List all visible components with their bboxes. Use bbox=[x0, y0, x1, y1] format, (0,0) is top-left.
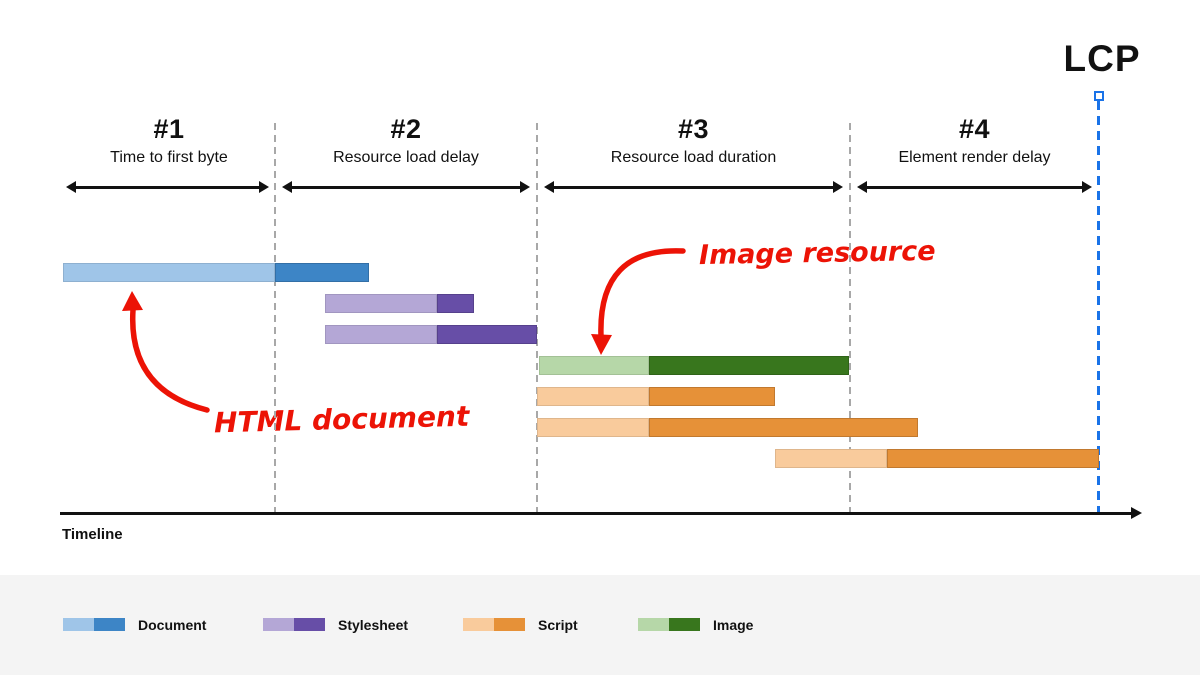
script-bar bbox=[537, 387, 775, 406]
legend-swatch-image bbox=[638, 618, 700, 631]
phase-number: #4 bbox=[958, 114, 991, 144]
script-light-segment bbox=[775, 449, 887, 468]
legend-swatch-light bbox=[63, 618, 94, 631]
phase-range-arrow-4 bbox=[857, 181, 1092, 193]
phase-label: Resource load delay bbox=[333, 149, 479, 166]
timeline-label: Timeline bbox=[62, 526, 123, 543]
stylesheet-dark-segment bbox=[437, 325, 537, 344]
document-light-segment bbox=[63, 263, 275, 282]
legend-swatch-document bbox=[63, 618, 125, 631]
legend-label-stylesheet: Stylesheet bbox=[338, 617, 409, 633]
stylesheet-light-segment bbox=[325, 325, 437, 344]
lcp-line bbox=[1097, 101, 1100, 512]
phase-number: #1 bbox=[153, 114, 185, 144]
phase-number: #3 bbox=[677, 114, 710, 144]
image-bar bbox=[539, 356, 849, 375]
legend-swatch-dark bbox=[494, 618, 525, 631]
stylesheet-bar bbox=[325, 294, 474, 313]
phase-separator-1 bbox=[274, 123, 276, 512]
script-dark-segment bbox=[649, 418, 918, 437]
legend-swatch-script bbox=[463, 618, 525, 631]
legend-swatch-light bbox=[463, 618, 494, 631]
annotation-image-resource: Image resource bbox=[698, 235, 936, 272]
legend-swatch-dark bbox=[94, 618, 125, 631]
legend-swatch-dark bbox=[294, 618, 325, 631]
document-bar bbox=[63, 263, 369, 282]
phase-separator-2 bbox=[536, 123, 538, 512]
phase-range-arrow-1 bbox=[66, 181, 269, 193]
legend-swatch-stylesheet bbox=[263, 618, 325, 631]
legend-label-script: Script bbox=[538, 617, 578, 633]
image-resource-arrow-icon bbox=[591, 248, 686, 355]
phase-label: Element render delay bbox=[898, 149, 1051, 166]
script-dark-segment bbox=[887, 449, 1099, 468]
timeline-axis bbox=[60, 507, 1142, 519]
phase-number: #2 bbox=[390, 114, 422, 144]
phase-separator-3 bbox=[849, 123, 851, 512]
script-light-segment bbox=[537, 418, 649, 437]
phase-label: Time to first byte bbox=[110, 149, 228, 166]
legend-band: Document Stylesheet Script Image bbox=[0, 575, 1200, 675]
legend-swatch-light bbox=[638, 618, 669, 631]
phase-label: Resource load duration bbox=[610, 149, 777, 166]
lcp-marker-icon bbox=[1094, 91, 1104, 101]
lcp-title: LCP bbox=[1063, 38, 1141, 79]
legend-swatch-dark bbox=[669, 618, 700, 631]
script-light-segment bbox=[537, 387, 649, 406]
annotation-html-document: HTML document bbox=[213, 399, 470, 440]
script-bar bbox=[775, 449, 1099, 468]
document-dark-segment bbox=[275, 263, 369, 282]
html-document-arrow-icon bbox=[122, 291, 210, 413]
stylesheet-light-segment bbox=[325, 294, 437, 313]
image-light-segment bbox=[539, 356, 649, 375]
phase-range-arrow-3 bbox=[544, 181, 843, 193]
stylesheet-bar bbox=[325, 325, 537, 344]
phase-range-arrow-2 bbox=[282, 181, 530, 193]
stylesheet-dark-segment bbox=[437, 294, 474, 313]
legend-swatch-light bbox=[263, 618, 294, 631]
script-dark-segment bbox=[649, 387, 775, 406]
image-dark-segment bbox=[649, 356, 849, 375]
legend-label-document: Document bbox=[138, 617, 207, 633]
legend-label-image: Image bbox=[713, 617, 754, 633]
script-bar bbox=[537, 418, 918, 437]
